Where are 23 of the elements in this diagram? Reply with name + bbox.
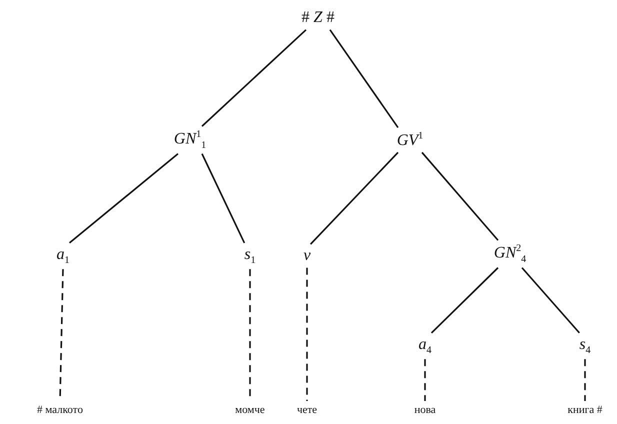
- word-label: момче: [233, 402, 267, 418]
- dashed-line: [306, 268, 308, 401]
- dashed-line: [584, 359, 586, 401]
- tree-node-label: # Z #: [300, 8, 336, 28]
- branch-line: [201, 29, 307, 127]
- branch-line: [329, 29, 399, 128]
- branch-line: [201, 153, 246, 244]
- word-label: книга #: [566, 402, 604, 418]
- tree-node-label: s$_{1}$: [242, 244, 258, 268]
- branch-line: [69, 153, 178, 244]
- branch-line: [430, 267, 499, 334]
- word-label: нова: [412, 402, 438, 418]
- tree-node-label: a$_{4}$: [416, 334, 434, 358]
- word-label: чете: [294, 402, 320, 418]
- branch-line: [310, 152, 399, 245]
- branch-line: [421, 152, 499, 241]
- tree-node-label: GV$^{1}$: [394, 130, 426, 150]
- branch-line: [521, 267, 580, 334]
- tree-node-label: a$_{1}$: [54, 244, 72, 268]
- tree-node-label: s$_{4}$: [577, 334, 593, 358]
- dashed-line: [424, 359, 426, 401]
- tree-node-label: v: [301, 246, 313, 266]
- word-label: # малкото: [35, 402, 85, 418]
